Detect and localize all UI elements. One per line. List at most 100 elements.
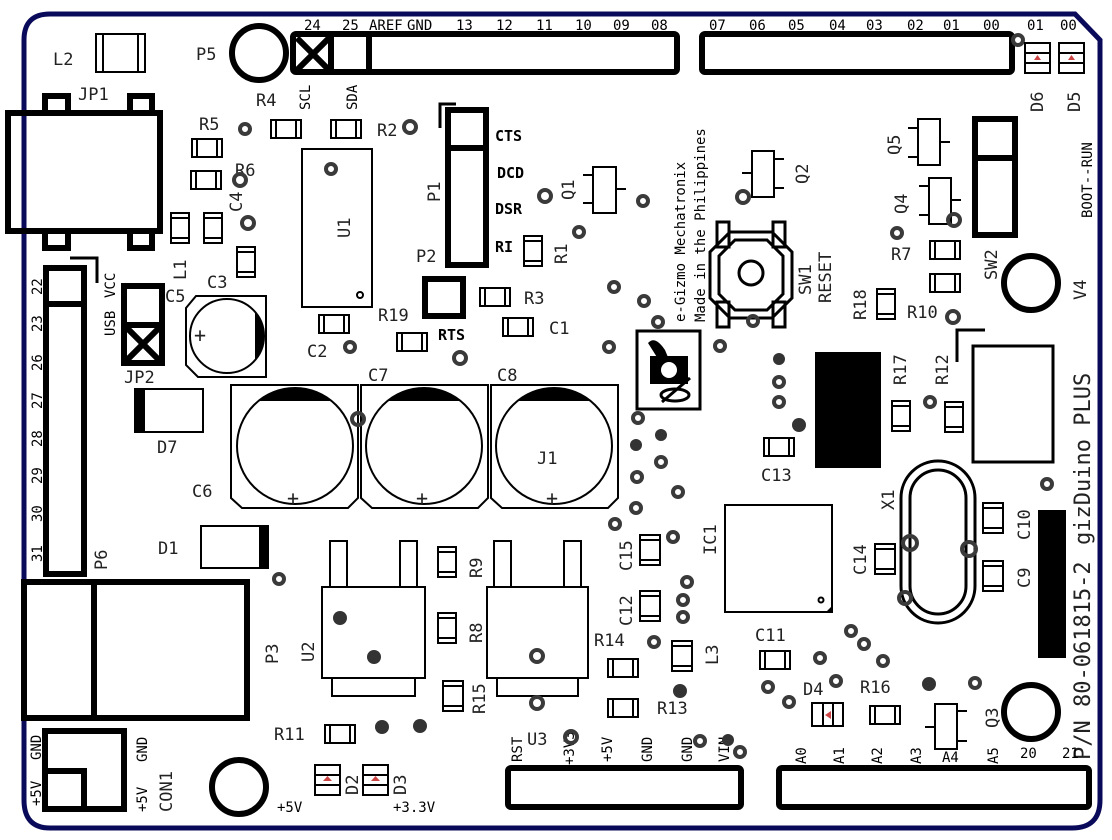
header-top-right-outline[interactable] — [699, 31, 1015, 75]
ref-designator: U1 — [335, 218, 355, 238]
ref-designator: U2 — [299, 642, 319, 662]
pin-label: 24 — [304, 18, 321, 34]
boot-run-switch-sw2[interactable] — [972, 116, 1018, 238]
capacitor-c7: + — [360, 384, 489, 510]
plus5v-label: +5V — [29, 780, 45, 806]
mounting-hole-bottom — [209, 757, 269, 817]
pin-label: RI — [495, 238, 513, 256]
ref-designator: C9 — [1015, 568, 1035, 588]
ref-designator: P3 — [263, 644, 283, 664]
pin-label: A0 — [794, 747, 810, 764]
usb-connector-jp1 — [5, 93, 163, 251]
pin-label: CTS — [495, 127, 522, 145]
ref-designator: R7 — [891, 245, 911, 265]
egizmo-logo-icon — [635, 329, 702, 411]
power-header-outline[interactable] — [505, 765, 744, 810]
analog-header-outline[interactable] — [776, 765, 1092, 810]
ref-designator: R1 — [552, 244, 572, 264]
test-point-p2[interactable] — [422, 276, 466, 319]
pin-label: 30 — [30, 505, 46, 522]
transistor-q2: Q2 — [742, 150, 813, 198]
ref-designator: C3 — [207, 273, 227, 293]
made-in-label: Made in the Philippines — [693, 128, 709, 322]
rts-label: RTS — [438, 326, 465, 344]
pin-label: 27 — [30, 392, 46, 409]
gnd-label: GND — [29, 735, 45, 760]
header-p6-outline[interactable] — [43, 265, 87, 577]
reset-button-sw1[interactable] — [708, 220, 794, 329]
smd-footprints — [170, 119, 1004, 744]
capacitor-c10 — [982, 502, 1004, 534]
resistor-r2 — [330, 119, 362, 139]
ref-designator: C11 — [755, 626, 786, 646]
version-label: V4 — [1071, 280, 1091, 300]
resistor-r17 — [891, 400, 911, 432]
ref-designator: R4 — [256, 91, 276, 111]
ref-designator: U3 — [527, 730, 547, 750]
capacitor-c14 — [874, 543, 896, 575]
ref-designator: C5 — [165, 287, 185, 307]
resistor-r4 — [270, 119, 302, 139]
ref-designator: Q2 — [793, 164, 813, 184]
resistor-r6 — [190, 170, 222, 190]
ref-designator: R5 — [199, 115, 219, 135]
svg-text:+: + — [546, 486, 558, 510]
ref-designator: C2 — [307, 342, 327, 362]
ref-designator: IC1 — [701, 524, 721, 555]
pin-label: 31 — [30, 545, 46, 562]
pin-label: 05 — [788, 18, 805, 34]
pin-label: 21 — [1062, 746, 1079, 762]
ref-designator: D1 — [158, 539, 178, 559]
pin-label: 01 — [943, 18, 960, 34]
ref-designator: R10 — [907, 303, 938, 323]
capacitor-c6: + — [230, 384, 359, 510]
ref-designator: C14 — [851, 544, 871, 575]
crystal-x1 — [899, 459, 978, 625]
ref-designator: R11 — [274, 725, 305, 745]
capacitor-c3: + — [185, 295, 267, 378]
diode-d1 — [200, 525, 269, 569]
ref-designator: JP2 — [124, 368, 155, 388]
ref-designator: L3 — [703, 645, 723, 665]
ref-designator: R19 — [378, 306, 409, 326]
gnd-label: GND — [135, 737, 151, 762]
jumper-jp2[interactable] — [121, 283, 165, 366]
mounting-hole-p5 — [229, 23, 289, 83]
resistor-r5 — [191, 138, 223, 158]
ref-designator: SW2 — [982, 249, 1002, 280]
regulator-u2 — [321, 540, 426, 697]
pin-label: DCD — [497, 164, 524, 182]
diode-d7 — [134, 388, 204, 433]
pin-label: 04 — [829, 18, 846, 34]
resistor-r12 — [944, 401, 964, 433]
svg-text:+: + — [416, 486, 428, 510]
pin-label: 07 — [709, 18, 726, 34]
transistor-q1: Q1 — [559, 166, 626, 214]
pin-label: A5 — [986, 747, 1002, 764]
ref-designator: R18 — [851, 289, 871, 320]
capacitor-c9 — [982, 560, 1004, 592]
capacitor-c15 — [639, 534, 661, 566]
transistor-q5: Q5 — [885, 118, 950, 166]
serial-header-outline[interactable] — [445, 107, 489, 268]
pin-label: 13 — [456, 18, 473, 34]
ref-designator: J1 — [537, 449, 557, 469]
pin-label: 29 — [30, 467, 46, 484]
inductor-l3 — [671, 640, 693, 672]
power-connector-con1[interactable] — [42, 728, 127, 812]
ref-designator: R14 — [594, 631, 625, 651]
pin-label: DSR — [495, 200, 523, 218]
ref-designator: R12 — [933, 354, 953, 385]
header-top-left-outline[interactable] — [290, 31, 680, 75]
pin-label: 26 — [30, 354, 46, 371]
pin-label: 09 — [613, 18, 630, 34]
pin-label: 11 — [536, 18, 553, 34]
ref-designator: P5 — [196, 45, 216, 65]
pin-label: 08 — [651, 18, 668, 34]
ref-designator: X1 — [879, 490, 899, 510]
ref-designator: C12 — [617, 595, 637, 626]
ref-designator: CON1 — [157, 771, 177, 812]
ref-designator: Q4 — [892, 194, 912, 214]
ref-designator: R2 — [377, 121, 397, 141]
pin-label: 22 — [30, 278, 46, 295]
